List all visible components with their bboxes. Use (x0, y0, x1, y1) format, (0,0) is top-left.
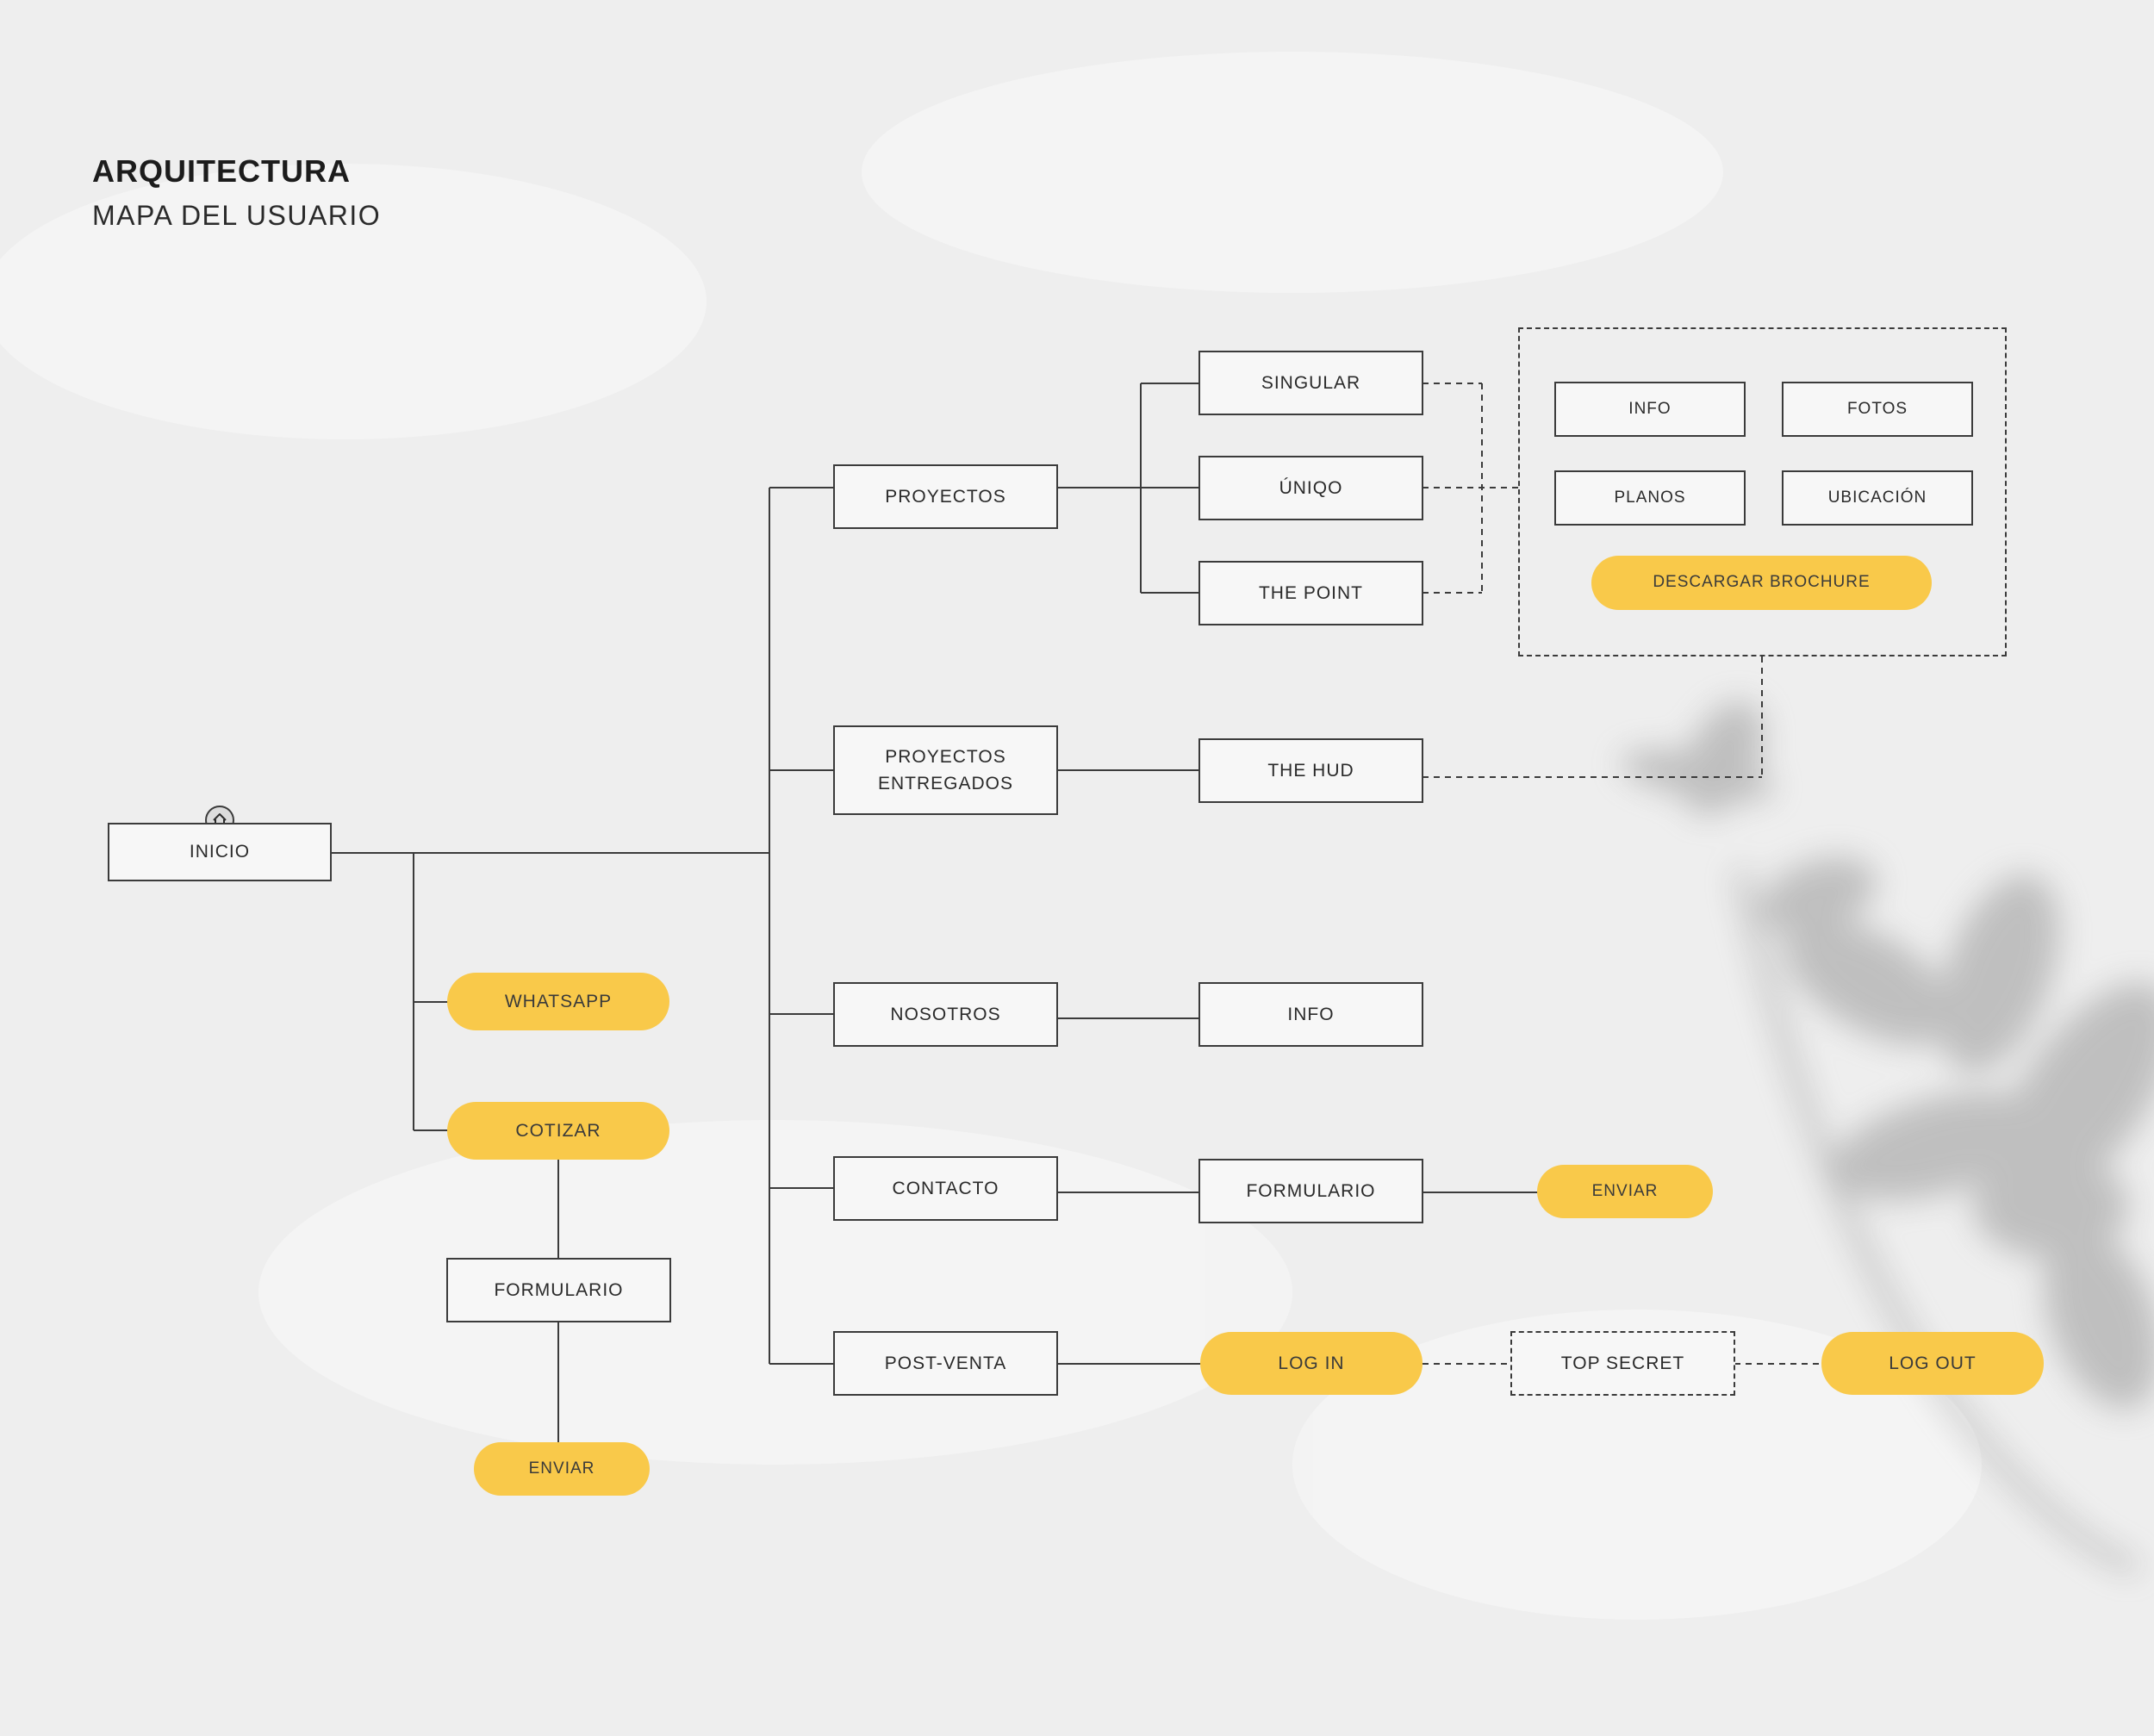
page-subtitle: MAPA DEL USUARIO (92, 200, 382, 231)
log-out-button[interactable]: LOG OUT (1821, 1332, 2044, 1395)
inicio-node[interactable]: INICIO (108, 823, 332, 881)
the-hud-node[interactable]: THE HUD (1198, 738, 1423, 803)
descargar-brochure-button[interactable]: DESCARGAR BROCHURE (1591, 556, 1932, 610)
post-venta-node[interactable]: POST-VENTA (833, 1331, 1058, 1396)
detail-info-node[interactable]: INFO (1554, 382, 1746, 437)
uniqo-node[interactable]: ÚNIQO (1198, 456, 1423, 520)
proyectos-entregados-node[interactable]: PROYECTOS ENTREGADOS (833, 725, 1058, 815)
detail-planos-node[interactable]: PLANOS (1554, 470, 1746, 526)
singular-node[interactable]: SINGULAR (1198, 351, 1423, 415)
whatsapp-button[interactable]: WHATSAPP (447, 973, 669, 1030)
page-title: ARQUITECTURA (92, 153, 351, 189)
contacto-formulario-node[interactable]: FORMULARIO (1198, 1159, 1423, 1223)
detail-ubicacion-node[interactable]: UBICACIÓN (1782, 470, 1973, 526)
the-point-node[interactable]: THE POINT (1198, 561, 1423, 625)
detail-fotos-node[interactable]: FOTOS (1782, 382, 1973, 437)
cotizar-button[interactable]: COTIZAR (447, 1102, 669, 1160)
contacto-node[interactable]: CONTACTO (833, 1156, 1058, 1221)
cotizar-formulario-node[interactable]: FORMULARIO (446, 1258, 671, 1322)
top-secret-node[interactable]: TOP SECRET (1510, 1331, 1735, 1396)
project-detail-group (1518, 327, 2007, 656)
proyectos-node[interactable]: PROYECTOS (833, 464, 1058, 529)
cotizar-enviar-button[interactable]: ENVIAR (474, 1442, 650, 1496)
nosotros-node[interactable]: NOSOTROS (833, 982, 1058, 1047)
log-in-button[interactable]: LOG IN (1200, 1332, 1423, 1395)
contacto-enviar-button[interactable]: ENVIAR (1537, 1165, 1713, 1218)
nosotros-info-node[interactable]: INFO (1198, 982, 1423, 1047)
